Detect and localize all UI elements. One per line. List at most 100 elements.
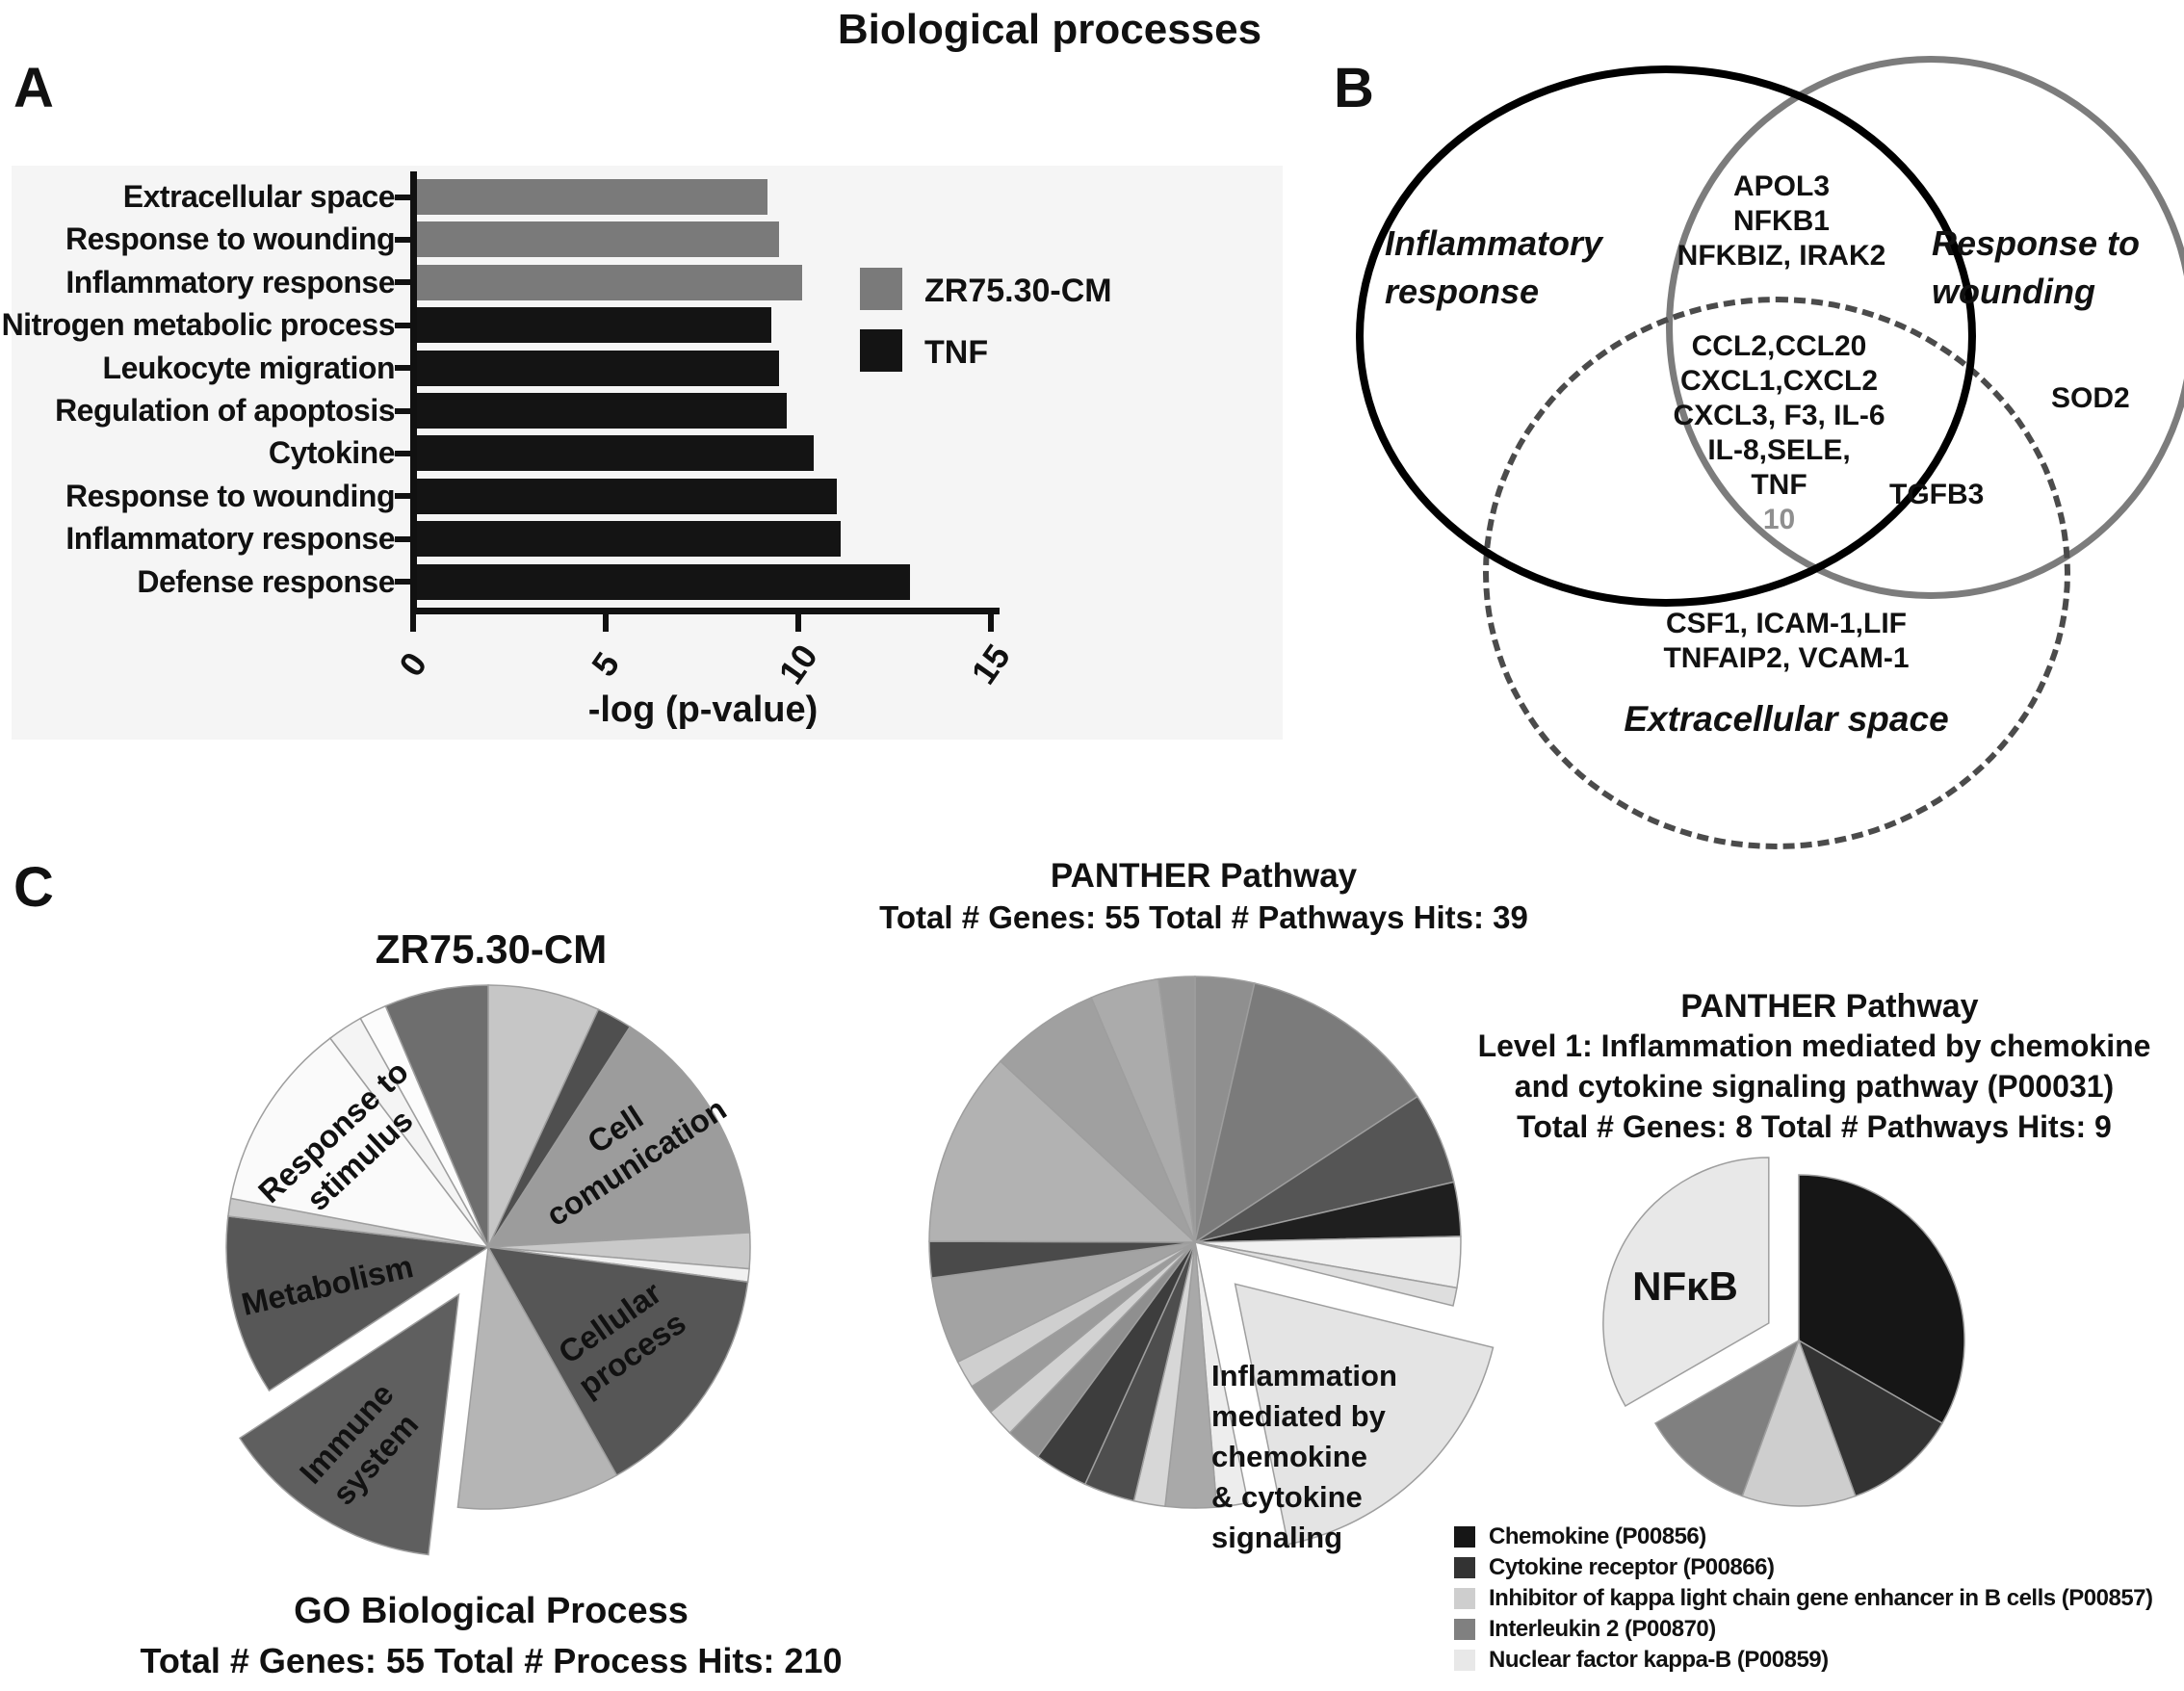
y-axis-line xyxy=(410,171,417,614)
bar xyxy=(417,521,841,558)
bar-category-label: Response to wounding xyxy=(65,478,395,513)
pie-slice xyxy=(225,1215,491,1392)
nfkb-pie-title: PANTHER Pathway xyxy=(1680,988,1979,1025)
pie-slice xyxy=(1193,982,1418,1244)
bar xyxy=(417,563,910,600)
bar-category-label: Extracellular space xyxy=(122,179,396,214)
venn-set-label-line: Inflammatory xyxy=(1385,223,1603,263)
category-tick xyxy=(395,236,410,243)
bar-category-label: Inflammatory response xyxy=(65,521,395,557)
x-axis-tick xyxy=(603,614,609,632)
gene-line: CCL2,CCL20 xyxy=(1691,330,1867,362)
pie-slice xyxy=(1602,1157,1770,1408)
panther-pie-totals: Total # Genes: 55 Total # Pathways Hits:… xyxy=(879,899,1528,935)
go-pie-title: ZR75.30-CM xyxy=(375,926,608,972)
bar xyxy=(417,478,837,514)
bar xyxy=(417,350,779,386)
category-tick xyxy=(395,407,410,414)
category-tick xyxy=(395,579,410,585)
category-tick xyxy=(395,365,410,372)
pie-slice xyxy=(487,984,600,1248)
venn-set-label-line: response xyxy=(1385,272,1540,311)
gene-line: NFKB1 xyxy=(1732,205,1830,237)
bar xyxy=(417,221,779,258)
bar-category-label: Regulation of apoptosis xyxy=(55,393,395,428)
category-tick xyxy=(395,194,410,200)
x-axis-tick xyxy=(410,614,416,632)
bar-category-label: Cytokine xyxy=(268,435,396,471)
legend-swatch xyxy=(1454,1526,1475,1548)
slice-label-line: & cytokine xyxy=(1211,1480,1363,1514)
nfkb-level1-pie xyxy=(1602,1157,1965,1507)
category-tick xyxy=(395,279,410,286)
nfkb-pie-totals: Total # Genes: 8 Total # Pathways Hits: … xyxy=(1517,1109,2112,1144)
gene-line: TNFAIP2, VCAM-1 xyxy=(1663,642,1910,674)
panther-exploded-slice-label: Inflammation mediated by chemokine & cyt… xyxy=(1211,1356,1471,1558)
slice-label-line: chemokine xyxy=(1211,1440,1367,1473)
legend-row: Nuclear factor kappa-B (P00859) xyxy=(1454,1647,1829,1676)
x-axis-tick xyxy=(795,614,801,632)
go-biological-process-pie xyxy=(225,984,751,1556)
pie-slice xyxy=(486,1026,751,1248)
slice-label-line: mediated by xyxy=(1211,1399,1386,1433)
nfkb-pie-header-line2: Level 1: Inflammation mediated by chemok… xyxy=(1477,1028,2151,1063)
bar xyxy=(417,179,767,215)
legend-label-zr7530cm: ZR75.30-CM xyxy=(924,273,1112,309)
slice-label-line: signaling xyxy=(1211,1521,1343,1554)
slice-label-line: Inflammation xyxy=(1211,1359,1397,1392)
panel-a-label: A xyxy=(13,57,54,119)
legend-swatch xyxy=(1454,1588,1475,1609)
bar-category-label: Response to wounding xyxy=(65,221,395,257)
legend-label: Inhibitor of kappa light chain gene enha… xyxy=(1489,1585,2153,1611)
panther-pie-title: PANTHER Pathway xyxy=(1050,857,1358,895)
venn-set-label-extracellular: Extracellular space xyxy=(1624,699,1949,739)
pie-slice xyxy=(1157,976,1196,1243)
go-pie-caption: GO Biological Process xyxy=(294,1591,689,1631)
legend-label: Chemokine (P00856) xyxy=(1489,1523,1706,1549)
gene-line: CSF1, ICAM-1,LIF xyxy=(1665,608,1907,639)
bar-category-label: Leukocyte migration xyxy=(102,350,396,385)
nfkb-pie-header-line3: and cytokine signaling pathway (P00031) xyxy=(1514,1069,2115,1104)
venn-genes-inflammatory-wounding: APOL3 NFKB1 NFKBIZ, IRAK2 xyxy=(1642,169,1921,273)
venn-circle-inflammatory-response xyxy=(1356,65,1976,607)
bar xyxy=(417,307,771,344)
bar xyxy=(417,435,814,472)
panel-c-label: C xyxy=(13,856,54,919)
pie-slice xyxy=(999,996,1196,1243)
gene-line: TNF xyxy=(1751,469,1807,501)
panther-pathway-pie xyxy=(928,976,1495,1546)
gene-line: IL-8,SELE, xyxy=(1707,434,1851,466)
legend-label: Cytokine receptor (P00866) xyxy=(1489,1554,1775,1580)
go-pie-totals: Total # Genes: 55 Total # Process Hits: … xyxy=(140,1641,843,1680)
pie-slice xyxy=(1194,1236,1462,1289)
venn-genes-center: CCL2,CCL20 CXCL1,CXCL2 CXCL3, F3, IL-6 I… xyxy=(1613,329,1945,537)
pie-slice xyxy=(1797,1339,1944,1497)
legend-swatch-zr7530cm xyxy=(860,268,902,310)
pie-slice xyxy=(1741,1338,1857,1507)
bar-category-label: Inflammatory response xyxy=(65,264,395,299)
legend-row: Interleukin 2 (P00870) xyxy=(1454,1616,1716,1645)
bar xyxy=(417,264,802,300)
legend-swatch xyxy=(1454,1557,1475,1578)
legend-label-tnf: TNF xyxy=(924,334,989,371)
venn-set-label-inflammatory: Inflammatory response xyxy=(1385,220,1602,316)
legend-swatch-tnf xyxy=(860,329,902,372)
nfkb-slice-label: NFκB xyxy=(1632,1263,1738,1309)
pie-slice xyxy=(1234,1283,1495,1546)
pie-slice xyxy=(456,1244,618,1510)
venn-center-count: 10 xyxy=(1762,504,1796,535)
legend-label: Nuclear factor kappa-B (P00859) xyxy=(1489,1647,1829,1673)
x-axis-tick xyxy=(988,614,994,632)
venn-set-label-wounding: Response to wounding xyxy=(1932,220,2140,316)
x-axis-line xyxy=(410,608,1000,614)
venn-genes-wounding-only: SOD2 xyxy=(2051,382,2130,414)
legend-row: Cytokine receptor (P00866) xyxy=(1454,1554,1775,1583)
pie-slice xyxy=(1194,1241,1458,1307)
venn-genes-wounding-extracellular: TGFB3 xyxy=(1889,479,1985,510)
pie-slice xyxy=(229,1037,490,1249)
legend-swatch xyxy=(1454,1650,1475,1671)
bar-category-label: Nitrogen metabolic process xyxy=(1,307,396,343)
bar-x-axis-title: -log (p-value) xyxy=(587,689,819,730)
category-tick xyxy=(395,450,410,456)
